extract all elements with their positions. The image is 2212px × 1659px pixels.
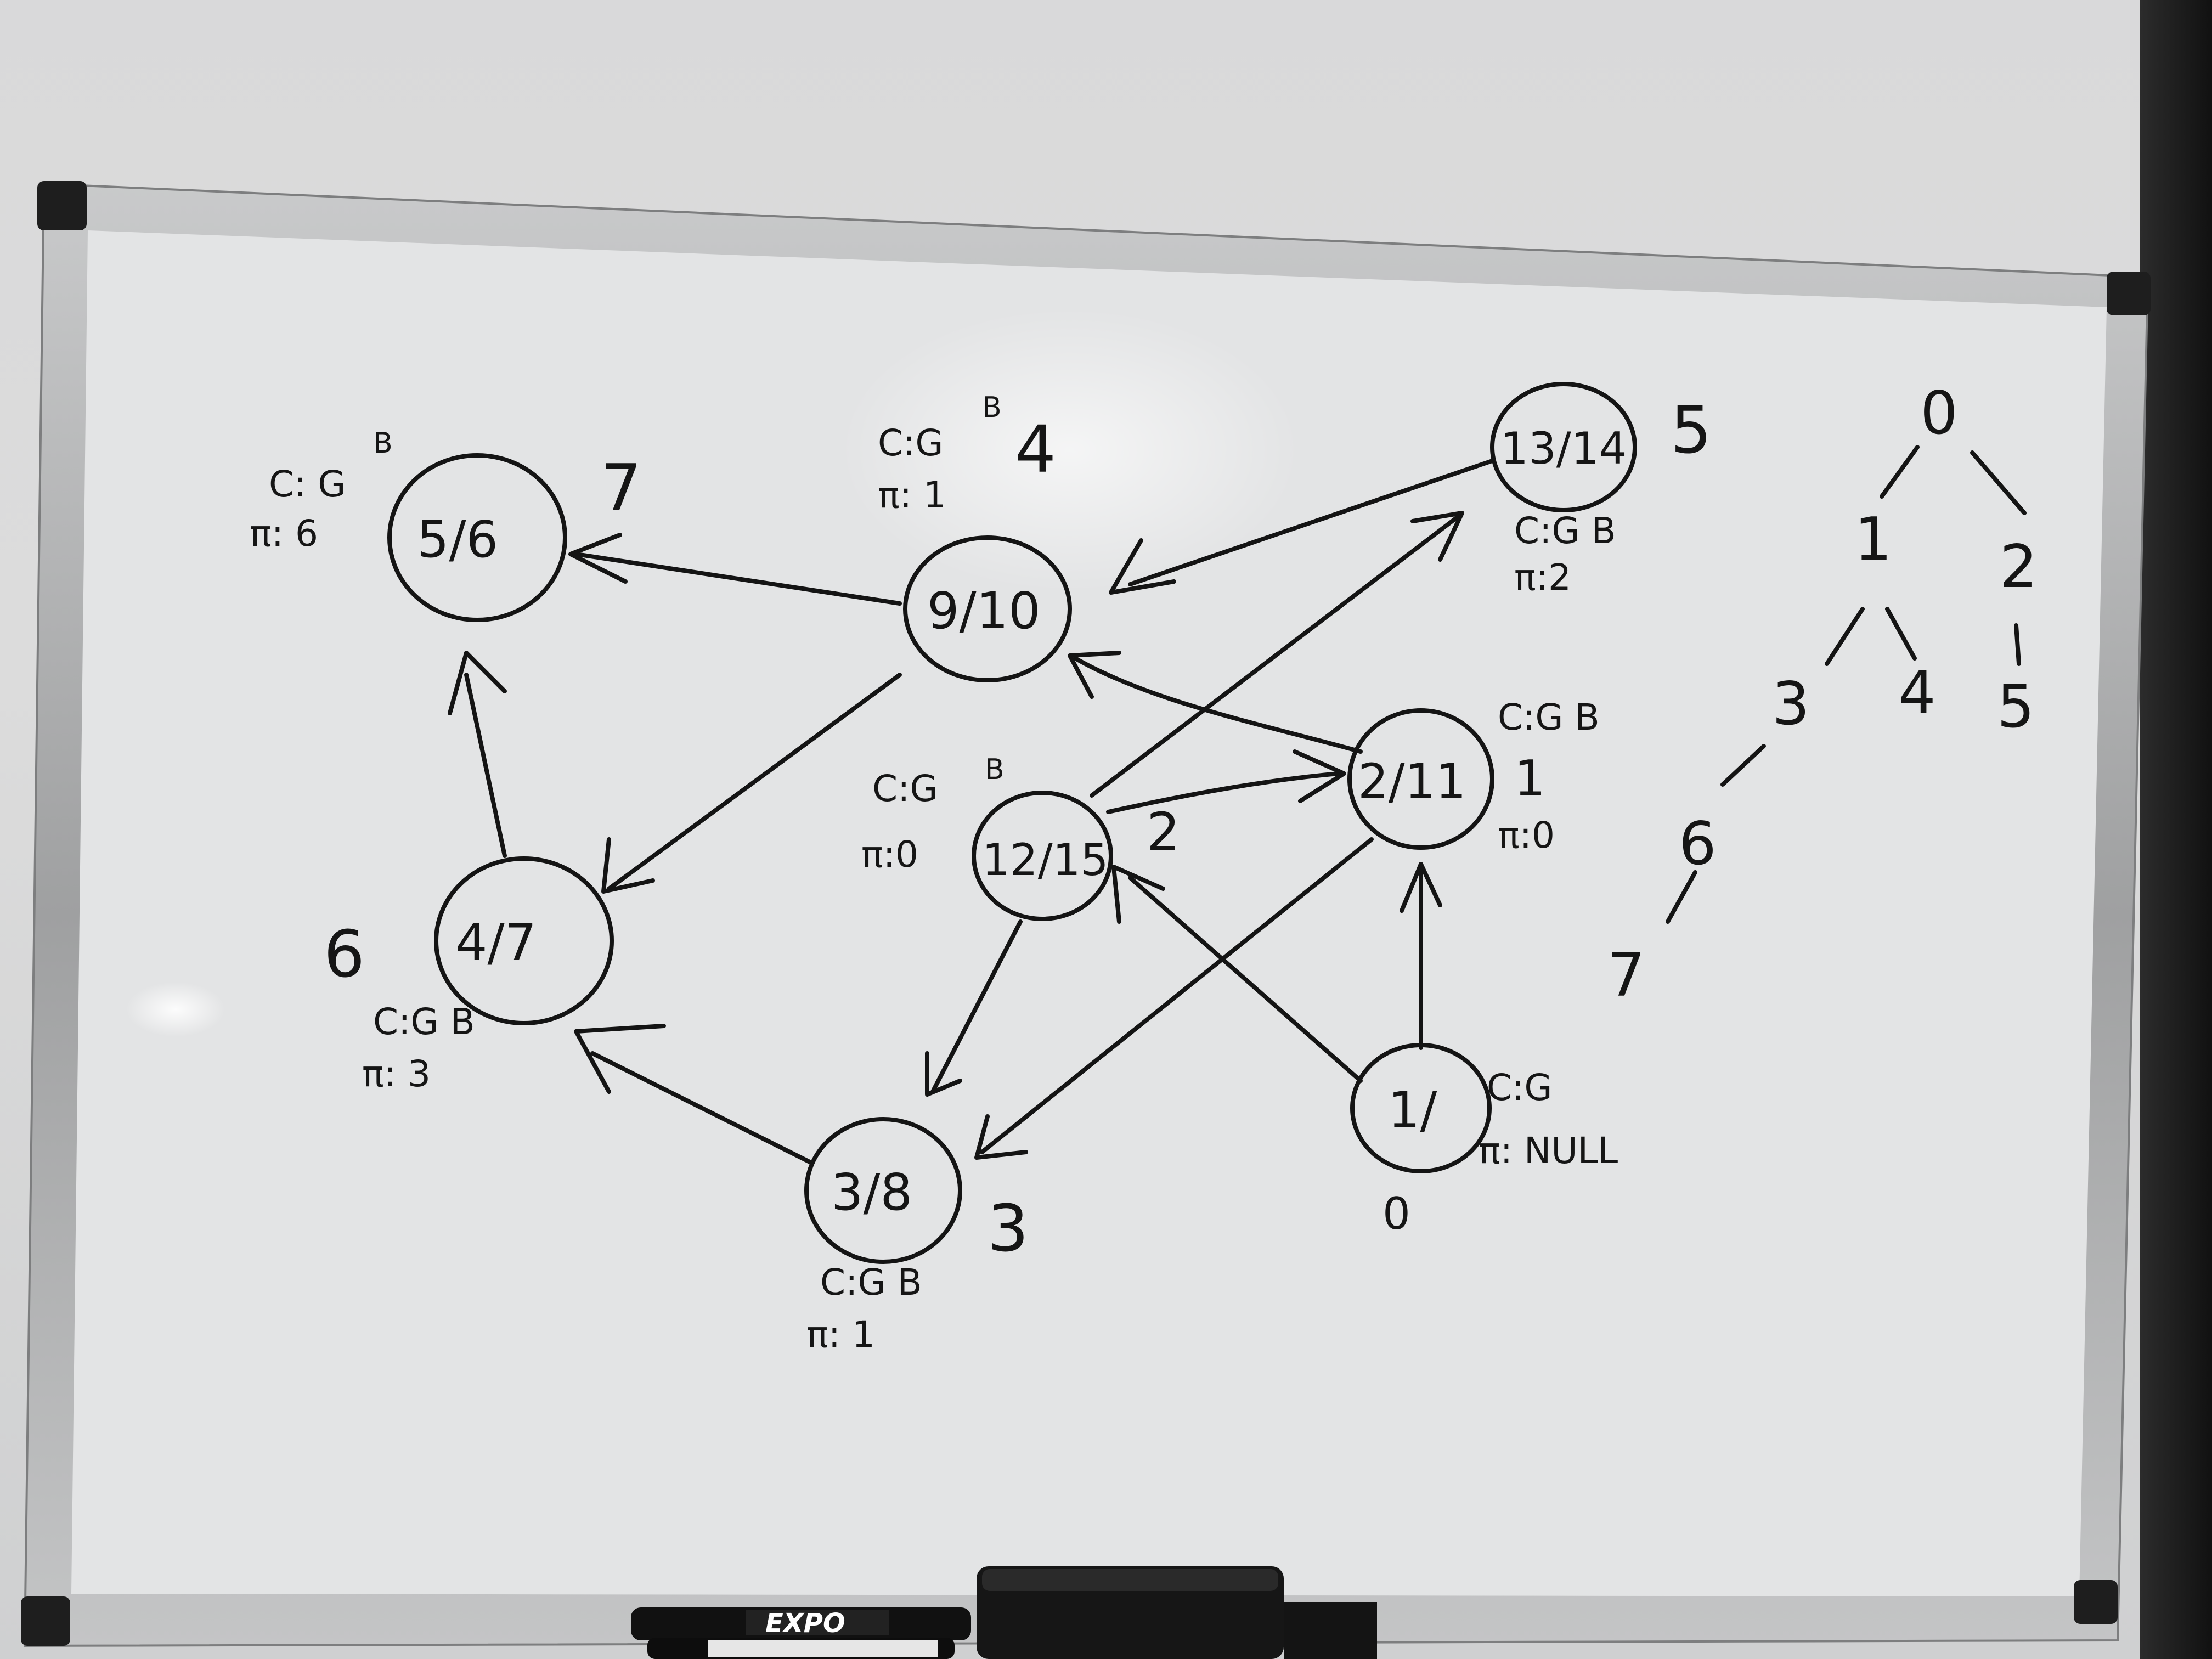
node-parent-note: π:2 <box>1514 556 1571 599</box>
edge-2-11-to-9-10 <box>1073 656 1363 754</box>
arrowhead <box>1068 651 1121 699</box>
marker-label-band <box>746 1610 889 1635</box>
arrowhead <box>925 1051 962 1097</box>
arrowhead <box>568 533 628 584</box>
node-circle <box>387 453 567 622</box>
frame-corner-cap <box>37 181 87 230</box>
edge-9-10-to-5-6 <box>574 552 902 606</box>
node-label: 9/10 <box>927 582 1041 640</box>
tray-item <box>1284 1602 1377 1659</box>
tree-node: 7 <box>1607 941 1645 1010</box>
graph-node-circles <box>387 382 1637 1264</box>
node-sup-note: B <box>982 391 1002 424</box>
node-circle <box>1490 382 1637 512</box>
tree-edge <box>2014 623 2021 666</box>
node-color-note: C:G B <box>820 1261 922 1304</box>
tree-edge <box>1666 870 1697 924</box>
node-sup-note: B <box>985 753 1005 786</box>
arrowhead <box>448 651 507 715</box>
node-label: 13/14 <box>1500 423 1627 474</box>
arrowhead <box>1293 749 1346 803</box>
tree-node: 1 <box>1854 505 1892 574</box>
marker-stripe <box>708 1640 938 1657</box>
discovery-order: 1 <box>1514 750 1545 808</box>
discovery-order: 0 <box>1383 1188 1410 1239</box>
node-color-note: C:G <box>872 768 938 810</box>
discovery-order: 6 <box>324 916 365 992</box>
node-circle <box>972 791 1113 921</box>
arrowhead <box>974 1114 1028 1160</box>
discovery-order: 5 <box>1671 392 1712 468</box>
node-color-note: C:G B <box>1514 510 1616 552</box>
node-color-note: C:G B <box>1498 696 1600 738</box>
node-circle <box>804 1117 962 1264</box>
tree-edge <box>1885 607 1917 661</box>
frame-corner-cap <box>2074 1580 2118 1624</box>
glare-left <box>126 982 225 1037</box>
node-color-note: C: G <box>269 463 346 505</box>
edge-12-15-to-13-14 <box>1090 514 1462 798</box>
frame-corner-cap <box>2107 272 2151 315</box>
node-label: 3/8 <box>831 1163 912 1222</box>
edge-12-15-to-2-11 <box>1106 771 1341 814</box>
tree-edge <box>1825 607 1865 666</box>
node-parent-note: π:0 <box>861 833 918 876</box>
node-circle <box>1350 1043 1492 1173</box>
arrowhead <box>1400 862 1442 913</box>
node-circle <box>434 856 614 1025</box>
frame-corner-cap <box>21 1596 70 1646</box>
tree-node: 3 <box>1772 670 1810 738</box>
marker-brand-label: EXPO <box>765 1608 845 1639</box>
node-parent-note: π: 1 <box>878 474 946 516</box>
node-label: 1/ <box>1388 1081 1437 1139</box>
node-parent-note: π: 1 <box>806 1313 875 1356</box>
arrowhead <box>1109 538 1176 595</box>
tree-node: 6 <box>1679 810 1717 878</box>
node-sup-note: B <box>373 427 393 460</box>
marker-tray: EXPO <box>631 1566 1377 1659</box>
node-color-note: C:G B <box>373 1001 475 1043</box>
glare-top <box>839 307 1300 592</box>
arrowhead <box>1410 511 1464 562</box>
edge-1-to-12-15 <box>1128 876 1363 1083</box>
tree-edge <box>1970 450 2027 515</box>
discovery-order: 3 <box>988 1190 1029 1266</box>
tree-edge <box>1880 445 1920 499</box>
edge-9-10-to-4-7 <box>607 673 902 891</box>
arrowhead <box>601 837 655 894</box>
board-surface <box>71 230 2107 1596</box>
tree-node: 4 <box>1898 659 1936 727</box>
eraser-top <box>982 1569 1278 1591</box>
arrowhead <box>1111 865 1165 924</box>
edge-13-14-to-9-10 <box>1128 459 1494 586</box>
node-parent-note: π: NULL <box>1479 1130 1618 1172</box>
node-color-note: C:G <box>878 422 943 464</box>
node-color-note: C:G <box>1487 1066 1552 1109</box>
graph-edges <box>448 459 1494 1165</box>
discovery-order: 7 <box>601 450 642 526</box>
node-label: 12/15 <box>982 834 1109 885</box>
edge-12-15-to-3-8 <box>930 919 1023 1094</box>
tree-node: 2 <box>2000 533 2038 601</box>
discovery-order: 4 <box>1015 411 1056 487</box>
tree-node: 0 <box>1920 379 1958 448</box>
node-circle <box>903 535 1072 682</box>
edge-4-7-to-5-6 <box>464 673 507 858</box>
arrowhead <box>574 1024 666 1094</box>
node-label: 5/6 <box>417 510 498 569</box>
node-parent-note: π: 6 <box>250 512 318 555</box>
tree-node: 5 <box>1997 673 2035 741</box>
node-parent-note: π: 3 <box>362 1053 431 1095</box>
node-parent-note: π:0 <box>1498 814 1555 856</box>
node-label: 2/11 <box>1358 753 1466 810</box>
node-circle <box>1347 708 1494 850</box>
edge-2-11-to-3-8 <box>980 837 1374 1154</box>
node-label: 4/7 <box>455 913 537 972</box>
tree-edge <box>1720 744 1766 787</box>
discovery-order: 2 <box>1147 802 1180 863</box>
dark-wall-edge <box>2140 0 2212 1659</box>
edge-3-8-to-4-7 <box>590 1051 814 1165</box>
dfs-tree-edges <box>1666 445 2027 924</box>
